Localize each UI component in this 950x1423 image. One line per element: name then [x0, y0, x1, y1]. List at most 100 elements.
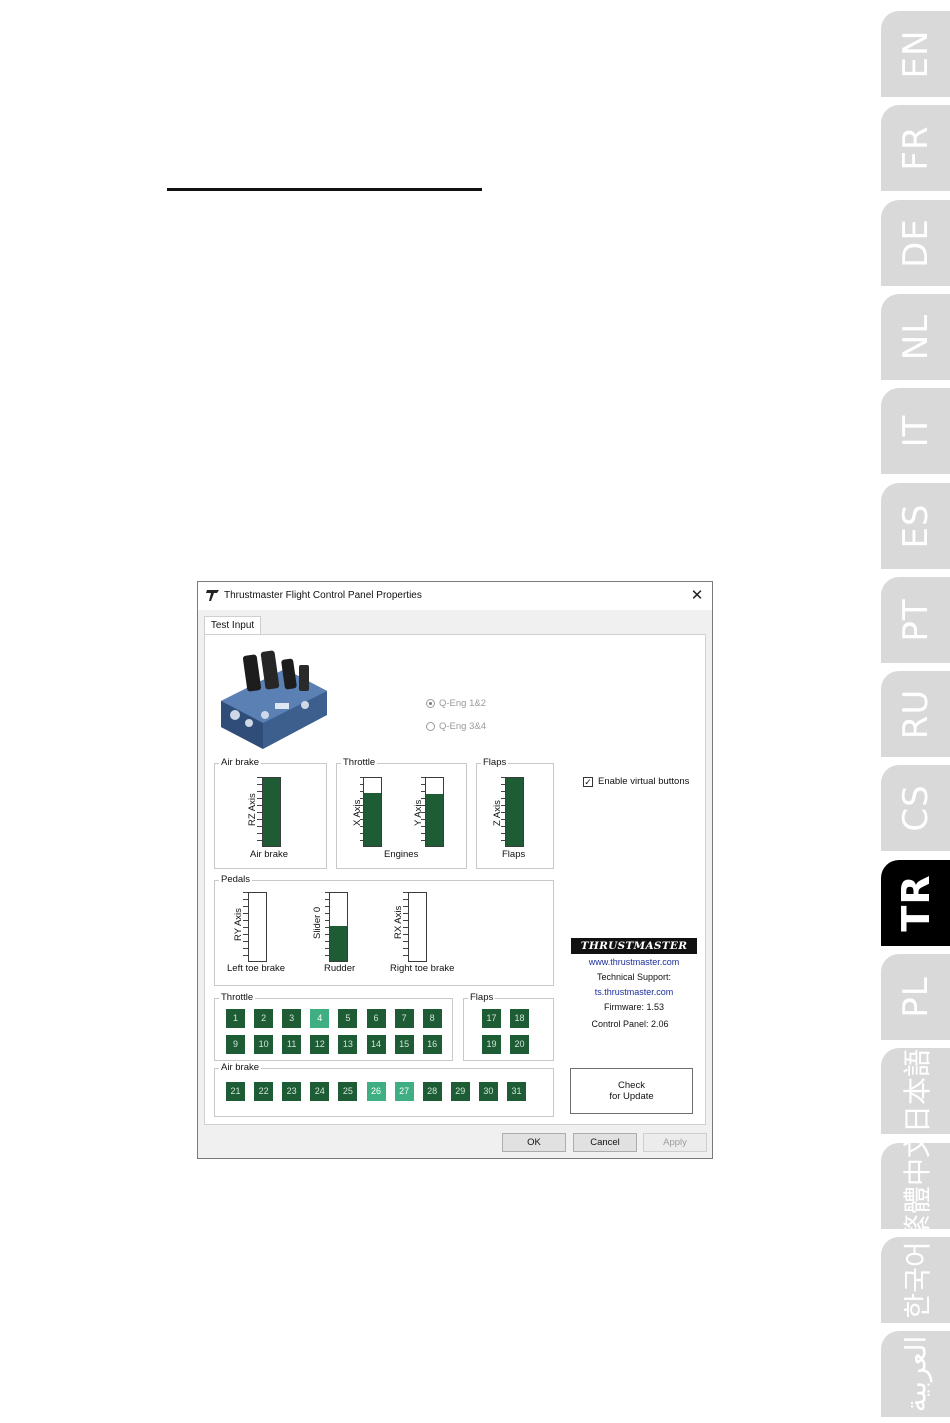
group-caption: Left toe brake	[227, 963, 286, 974]
language-tab-9[interactable]: TR	[881, 860, 950, 946]
button-indicator-22: 22	[254, 1082, 274, 1101]
language-tab-10[interactable]: PL	[881, 954, 950, 1040]
language-tab-label: العربية	[899, 1335, 932, 1413]
button-indicator-10: 10	[254, 1035, 274, 1054]
button-indicator-6: 6	[366, 1009, 386, 1028]
button-indicator-23: 23	[282, 1082, 302, 1101]
group-title: Flaps	[481, 757, 509, 769]
checkbox-checked-icon: ✓	[583, 776, 593, 787]
button-indicator-13: 13	[338, 1035, 358, 1054]
language-tab-14[interactable]: العربية	[881, 1331, 950, 1417]
axis-bar-ry	[248, 892, 267, 962]
ok-button[interactable]: OK	[502, 1133, 566, 1152]
button-indicator-5: 5	[338, 1009, 358, 1028]
language-tab-1[interactable]: FR	[881, 105, 950, 191]
support-link[interactable]: ts.thrustmaster.com	[594, 987, 674, 997]
heading-underline	[167, 188, 482, 191]
group-title: Air brake	[219, 1062, 262, 1074]
language-tab-label: 한국어	[900, 1241, 934, 1319]
language-tab-label: PT	[895, 598, 936, 642]
axis-ticks	[421, 777, 426, 847]
close-icon[interactable]: ✕	[690, 587, 704, 604]
language-tab-label: PL	[895, 976, 936, 1018]
language-tab-label: FR	[895, 125, 936, 171]
thrustmaster-app-icon	[206, 590, 219, 601]
language-tab-7[interactable]: RU	[881, 671, 950, 757]
language-tab-label: TR	[893, 874, 938, 932]
button-indicator-12: 12	[310, 1035, 330, 1054]
control-panel-version: Control Panel: 2.06	[591, 1019, 669, 1029]
apply-button[interactable]: Apply	[643, 1133, 707, 1152]
check-for-update-button[interactable]: Check for Update	[570, 1068, 693, 1114]
radio-label: Q-Eng 3&4	[439, 721, 486, 732]
axis-ticks	[243, 892, 248, 962]
axis-fill	[364, 792, 381, 846]
button-indicator-28: 28	[422, 1082, 442, 1101]
button-indicator-29: 29	[450, 1082, 470, 1101]
button-indicator-18: 18	[510, 1009, 529, 1028]
website-link[interactable]: www.thrustmaster.com	[588, 957, 680, 967]
language-tab-13[interactable]: 한국어	[881, 1237, 950, 1323]
group-caption: Air brake	[250, 849, 289, 860]
tab-test-input[interactable]: Test Input	[204, 616, 261, 635]
axis-ticks	[360, 777, 365, 847]
properties-window: Thrustmaster Flight Control Panel Proper…	[197, 581, 713, 1159]
language-tab-12[interactable]: 繁體中文	[881, 1143, 950, 1229]
language-tab-5[interactable]: ES	[881, 483, 950, 569]
button-indicator-8: 8	[422, 1009, 442, 1028]
thrustmaster-logo: THRUSTMASTER	[571, 938, 697, 954]
radio-button	[426, 722, 435, 731]
group-caption: Right toe brake	[390, 963, 455, 974]
group-title: Flaps	[468, 992, 496, 1004]
language-tab-label: CS	[895, 784, 936, 832]
axis-label: Slider 0	[312, 906, 323, 939]
axis-bar-z	[505, 777, 524, 847]
language-tab-label: NL	[895, 313, 936, 361]
language-tab-label: ES	[895, 503, 936, 549]
axis-fill	[330, 925, 347, 961]
group-flaps-axis: Flaps Z Axis Flaps	[476, 757, 554, 869]
radio-q-eng-3-4[interactable]: Q-Eng 3&4	[426, 721, 486, 732]
button-indicator-26: 26	[366, 1082, 386, 1101]
button-indicator-27: 27	[394, 1082, 414, 1101]
update-label-line2: for Update	[609, 1091, 654, 1102]
language-tab-6[interactable]: PT	[881, 577, 950, 663]
radio-label: Q-Eng 1&2	[439, 698, 486, 709]
axis-fill	[426, 794, 443, 846]
language-tab-4[interactable]: IT	[881, 388, 950, 474]
button-indicator-19: 19	[482, 1035, 501, 1054]
button-indicator-2: 2	[254, 1009, 274, 1028]
group-caption: Rudder	[324, 963, 356, 974]
axis-bar-rx	[408, 892, 427, 962]
enable-virtual-buttons-checkbox[interactable]: ✓ Enable virtual buttons	[583, 776, 689, 787]
language-tab-2[interactable]: DE	[881, 200, 950, 286]
group-throttle-axis: Throttle X Axis Y Axis Engines	[336, 757, 467, 869]
button-indicator-11: 11	[282, 1035, 302, 1054]
title-bar: Thrustmaster Flight Control Panel Proper…	[198, 582, 712, 610]
button-indicator-24: 24	[310, 1082, 330, 1101]
group-title: Pedals	[219, 874, 253, 886]
group-pedals: Pedals RY Axis Left toe brake Slider 0 R…	[214, 874, 554, 986]
axis-ticks	[325, 892, 330, 962]
window-title: Thrustmaster Flight Control Panel Proper…	[224, 590, 422, 601]
language-tab-label: 繁體中文	[900, 1143, 934, 1229]
button-indicator-15: 15	[394, 1035, 414, 1054]
button-indicator-21: 21	[226, 1082, 245, 1101]
radio-q-eng-1-2[interactable]: Q-Eng 1&2	[426, 698, 486, 709]
language-tab-0[interactable]: EN	[881, 11, 950, 97]
group-air-brake-axis: Air brake RZ Axis Air brake	[214, 757, 327, 869]
update-label-line1: Check	[618, 1080, 645, 1091]
language-tab-3[interactable]: NL	[881, 294, 950, 380]
language-tab-8[interactable]: CS	[881, 765, 950, 851]
cancel-button[interactable]: Cancel	[573, 1133, 637, 1152]
firmware-version: Firmware: 1.53	[603, 1002, 665, 1012]
test-input-panel: Q-Eng 1&2 Q-Eng 3&4 Air brake RZ Axis Ai…	[204, 634, 706, 1125]
language-tab-11[interactable]: 日本語	[881, 1048, 950, 1134]
axis-ticks	[257, 777, 262, 847]
radio-button-selected	[426, 699, 435, 708]
language-tab-label: RU	[895, 688, 936, 740]
axis-bar-slider0	[329, 892, 348, 962]
